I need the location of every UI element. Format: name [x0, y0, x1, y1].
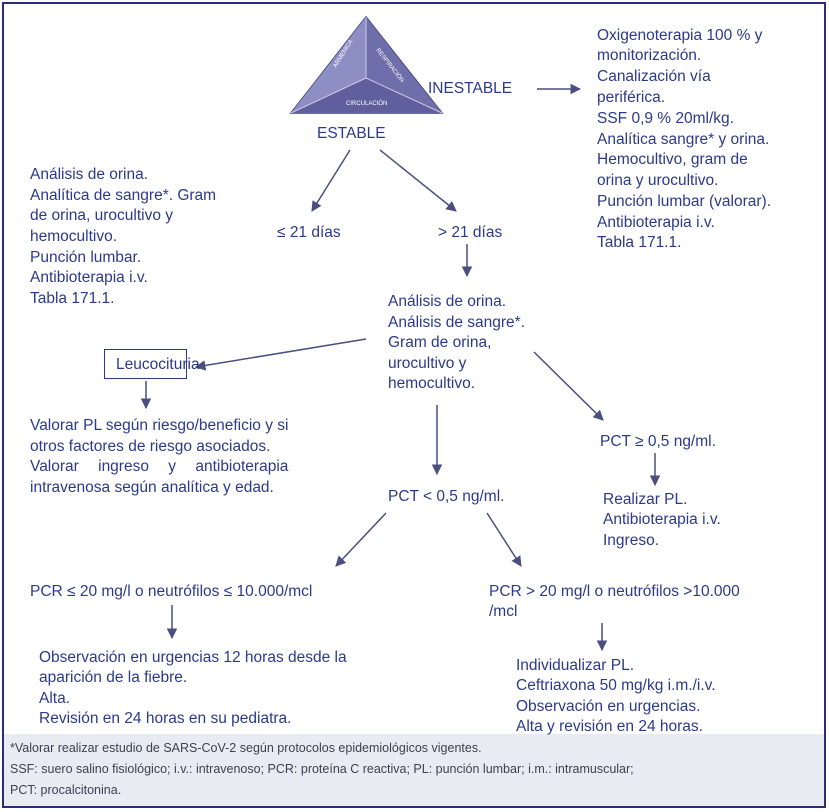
inestable-line: Tabla 171.1. [597, 234, 682, 251]
inestable-line: Punción lumbar (valorar). [597, 193, 772, 210]
node-pcr-low: PCR ≤ 20 mg/l o neutrófilos ≤ 10.000/mcl [30, 583, 313, 600]
pcr-high-line: Alta y revisión en 24 horas. [516, 718, 703, 735]
pcr-low-line: Alta. [39, 690, 71, 707]
node-leucocituria: Leucocituria [116, 356, 200, 373]
footer-background [4, 734, 824, 806]
node-le21: ≤ 21 días [277, 224, 341, 241]
pcr-high-line: Ceftriaxona 50 mg/kg i.m./i.v. [516, 677, 716, 694]
inestable-line: Hemocultivo, gram de [597, 151, 748, 168]
footer-note-abbreviations: SSF: suero salino fisiológico; i.v.: int… [10, 762, 634, 776]
node-pcr-high-line1: PCR > 20 mg/l o neutrófilos >10.000 [489, 583, 740, 600]
arrows [140, 83, 661, 652]
inestable-line: Oxigenoterapia 100 % y [597, 27, 763, 44]
leucocituria-box [104, 349, 187, 379]
le21-line: hemocultivo. [30, 228, 118, 245]
inestable-line: monitorización. [597, 47, 702, 64]
arrow-to-pcr-high [486, 512, 522, 567]
pcr-high-line: Observación en urgencias. [516, 698, 701, 715]
leuco-line: Valorar ingreso y antibioterapia [30, 458, 289, 475]
node-inestable: INESTABLE [428, 80, 513, 97]
leuco-line: Valorar PL según riesgo/beneficio y si [30, 417, 289, 434]
gt21-line: hemocultivo. [388, 375, 476, 392]
abc-triangle: ARMENICA RESPIRACIÓN CIRCULACIÓN [289, 15, 444, 114]
inestable-line: SSF 0,9 % 20ml/kg. [597, 110, 734, 127]
node-estable: ESTABLE [317, 125, 386, 142]
inestable-line: periférica. [597, 89, 666, 106]
node-pct-low: PCT < 0,5 ng/ml. [388, 488, 505, 505]
le21-line: Analítica de sangre*. Gram [30, 187, 217, 204]
arrow-to-pcr-low [335, 512, 387, 567]
leuco-line: otros factores de riesgo asociados. [30, 438, 271, 455]
le21-line: Tabla 171.1. [30, 290, 115, 307]
pcr-low-line: Observación en urgencias 12 horas desde … [39, 649, 347, 666]
gt21-line: Análisis de orina. [388, 293, 507, 310]
pct-high-line: Antibioterapia i.v. [603, 511, 721, 528]
inestable-line: Antibioterapia i.v. [597, 214, 715, 231]
leuco-line: intravenosa según analítica y edad. [30, 479, 274, 496]
arrow-to-pct-high [533, 351, 604, 421]
arrow-to-gt21 [379, 149, 457, 212]
pcr-high-line: Individualizar PL. [516, 657, 635, 674]
node-pcr-high-line2: /mcl [489, 603, 518, 620]
inestable-line: orina y urocultivo. [597, 172, 719, 189]
triangle-side-bottom: CIRCULACIÓN [346, 100, 387, 107]
node-pct-high: PCT ≥ 0,5 ng/ml. [600, 433, 716, 450]
le21-line: Antibioterapia i.v. [30, 269, 148, 286]
pct-high-line: Realizar PL. [603, 491, 688, 508]
footer-note-sars: *Valorar realizar estudio de SARS-CoV-2 … [10, 741, 482, 755]
arrow-to-le21 [311, 149, 351, 212]
pcr-low-line: Revisión en 24 horas en su pediatra. [39, 710, 292, 727]
gt21-line: Análisis de sangre*. [388, 314, 525, 331]
inestable-line: Canalización vía [597, 68, 711, 85]
node-gt21: > 21 días [438, 224, 503, 241]
le21-line: Punción lumbar. [30, 249, 142, 266]
le21-line: Análisis de orina. [30, 166, 149, 183]
pct-high-line: Ingreso. [603, 532, 660, 549]
arrow-to-leucocituria [194, 338, 367, 371]
gt21-line: Gram de orina, [388, 334, 492, 351]
le21-line: de orina, urocultivo y [30, 207, 174, 224]
gt21-line: urocultivo y [388, 355, 467, 372]
inestable-line: Analítica sangre* y orina. [597, 131, 770, 148]
pcr-low-line: aparición de la fiebre. [39, 669, 188, 686]
footer-note-pct: PCT: procalcitonina. [10, 783, 122, 797]
